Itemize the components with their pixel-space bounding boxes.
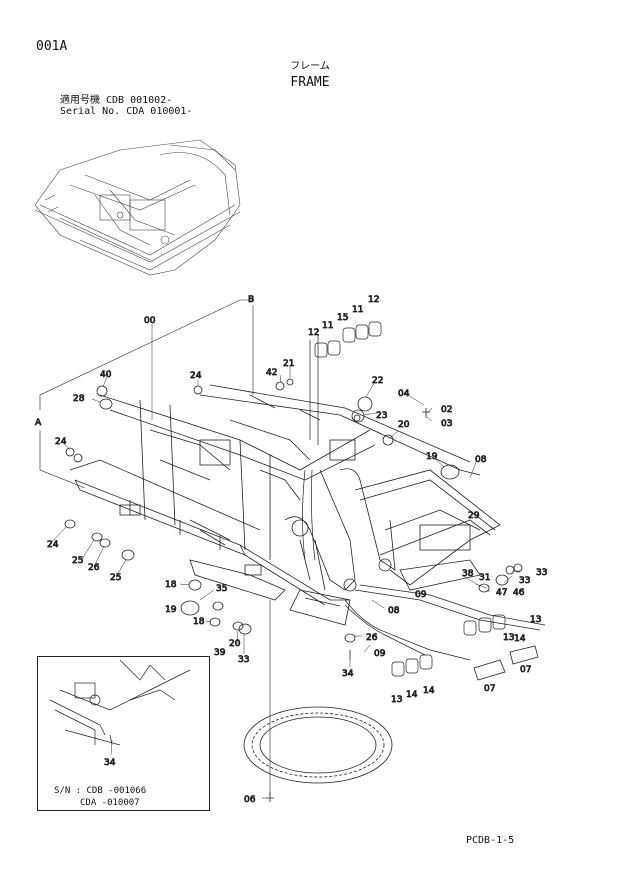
callout-04: 04 <box>398 389 410 399</box>
small-parts <box>64 378 523 802</box>
title-japanese: フレーム <box>290 61 330 72</box>
callouts: A B 00 40 24 28 24 24 25 26 25 42 21 12 … <box>35 295 548 806</box>
callout-13: 13 <box>530 615 541 625</box>
callout-11: 11 <box>352 305 363 315</box>
callout-14: 14 <box>514 634 526 644</box>
callout-33: 33 <box>519 576 530 586</box>
callout-23: 23 <box>376 411 387 421</box>
callout-24: 24 <box>55 437 67 447</box>
callout-03: 03 <box>441 419 452 429</box>
callout-02: 02 <box>441 405 452 415</box>
reference-lines <box>39 299 271 795</box>
callout-47: 47 <box>496 588 507 598</box>
callout-06: 06 <box>244 795 256 805</box>
callout-33: 33 <box>238 655 249 665</box>
callout-38: 38 <box>462 569 474 579</box>
callout-08: 08 <box>475 455 487 465</box>
callout-29: 29 <box>468 511 480 521</box>
machine-overview-thumbnail <box>34 139 241 276</box>
callout-15: 15 <box>337 313 348 323</box>
hoses <box>302 335 546 661</box>
inset-detail-box <box>37 656 210 811</box>
callout-34: 34 <box>342 669 354 679</box>
callout-42: 42 <box>266 368 277 378</box>
callout-26: 26 <box>88 563 100 573</box>
ref-a: A <box>35 418 42 428</box>
callout-22: 22 <box>372 376 383 386</box>
callout-25: 25 <box>72 556 83 566</box>
callout-34-inset: 34 <box>104 758 116 768</box>
callout-25: 25 <box>110 573 121 583</box>
swing-bearing-ring <box>243 706 393 784</box>
callout-12: 12 <box>308 328 319 338</box>
title-english: FRAME <box>290 75 330 90</box>
shim-groups <box>314 321 506 677</box>
serial-applicable-english: Serial No. CDA 010001- <box>60 106 193 117</box>
callout-14: 14 <box>406 690 418 700</box>
callout-19: 19 <box>165 605 177 615</box>
callout-11: 11 <box>322 321 333 331</box>
ref-b: B <box>248 295 254 305</box>
serial-applicable-japanese: 適用号機 CDB 001002- <box>60 95 173 106</box>
inset-serial-line-2: CDA -010007 <box>80 798 140 808</box>
callout-40: 40 <box>100 370 112 380</box>
callout-19: 19 <box>426 452 438 462</box>
leader-lines <box>51 324 520 799</box>
inset-serial-line-1: S/N : CDB -001066 <box>54 786 147 796</box>
callout-07: 07 <box>484 684 495 694</box>
callout-35: 35 <box>216 584 227 594</box>
inset-detail-drawing <box>49 659 191 746</box>
callout-20: 20 <box>398 420 410 430</box>
callout-13: 13 <box>503 633 514 643</box>
callout-24: 24 <box>190 371 202 381</box>
callout-13: 13 <box>391 695 402 705</box>
callout-08: 08 <box>388 606 400 616</box>
callout-26: 26 <box>366 633 378 643</box>
callout-07: 07 <box>520 665 531 675</box>
callout-12: 12 <box>368 295 379 305</box>
callout-20: 20 <box>229 639 241 649</box>
callout-09: 09 <box>415 590 427 600</box>
callout-24: 24 <box>47 540 59 550</box>
callout-21: 21 <box>283 359 294 369</box>
callout-00: 00 <box>144 316 156 326</box>
callout-18: 18 <box>165 580 177 590</box>
pins <box>473 645 539 681</box>
callout-18: 18 <box>193 617 205 627</box>
main-frame <box>69 384 501 626</box>
callout-09: 09 <box>374 649 386 659</box>
page-code: 001A <box>36 39 68 54</box>
footer-page-code: PCDB-1-5 <box>466 835 515 846</box>
callout-14: 14 <box>423 686 435 696</box>
callout-31: 31 <box>479 573 490 583</box>
callout-46: 46 <box>513 588 525 598</box>
callout-33: 33 <box>536 568 547 578</box>
callout-39: 39 <box>214 648 226 658</box>
callout-28: 28 <box>73 394 85 404</box>
